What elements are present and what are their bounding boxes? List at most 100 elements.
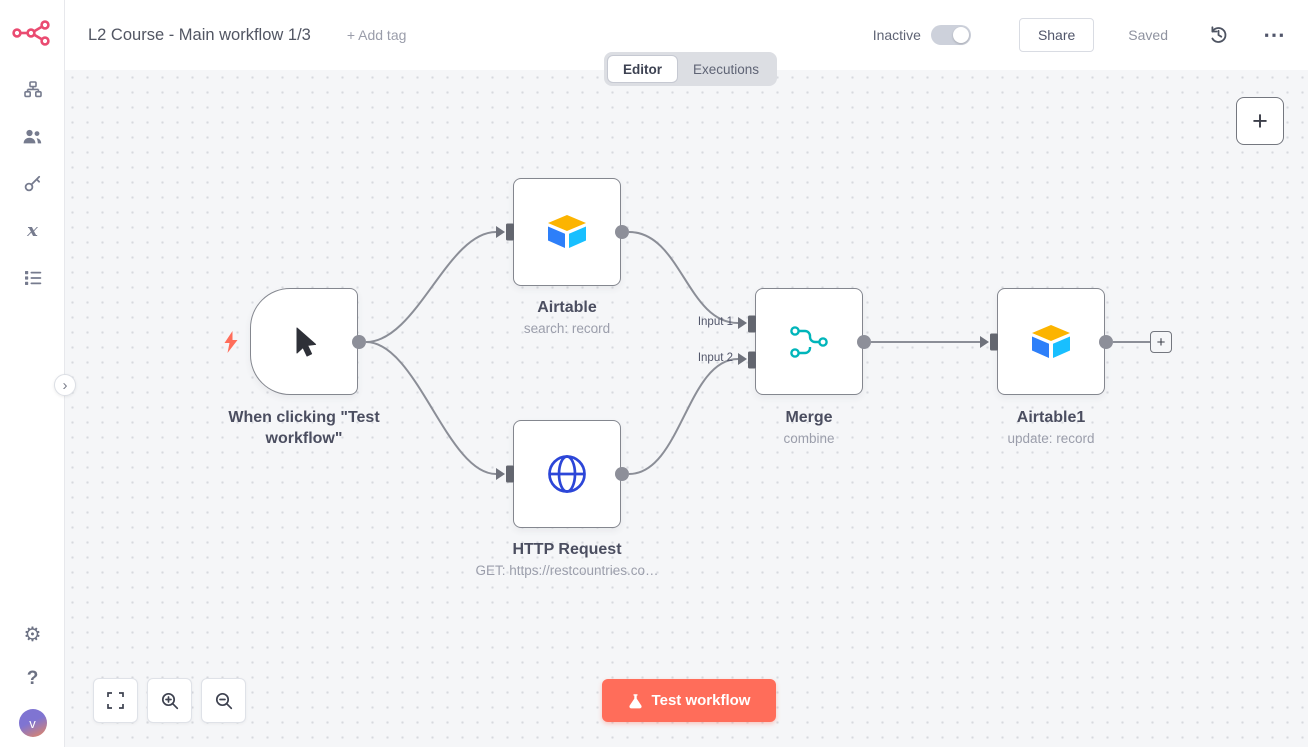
connection-trigger-airtable: [365, 231, 497, 343]
merge-icon: [790, 325, 828, 358]
canvas-controls: [93, 678, 246, 723]
connection-trigger-http: [365, 341, 497, 475]
merge-input1-label: Input 1: [697, 316, 733, 328]
arrowhead: [980, 336, 989, 348]
avatar-initial: v: [29, 715, 36, 731]
list-icon: [24, 270, 41, 285]
arrowhead: [496, 226, 505, 238]
sidebar-bottom: ⚙ ? v: [0, 619, 65, 737]
users-icon: [23, 129, 42, 144]
arrowhead: [738, 353, 747, 365]
tab-editor[interactable]: Editor: [607, 55, 678, 83]
node-subtitle: combine: [783, 431, 835, 446]
add-node-button[interactable]: +: [1236, 97, 1284, 145]
gear-icon: ⚙: [23, 623, 42, 646]
workflows-icon: [23, 81, 42, 98]
append-node-button[interactable]: +: [1150, 331, 1172, 353]
settings-button[interactable]: ⚙: [18, 619, 48, 649]
airtable-icon: [548, 215, 586, 248]
node-title: When clicking "Test workflow": [228, 409, 380, 447]
node-manual-trigger[interactable]: [224, 288, 366, 395]
output-port[interactable]: [615, 467, 629, 481]
input-port[interactable]: [506, 465, 514, 483]
node-airtable[interactable]: [506, 178, 629, 286]
n8n-logo-icon: [12, 20, 50, 46]
arrowhead: [496, 468, 505, 480]
node-label-airtable1: Airtable1 update: record: [961, 407, 1141, 446]
key-icon: [24, 175, 41, 192]
input-port[interactable]: [506, 223, 514, 241]
user-avatar[interactable]: v: [18, 709, 47, 737]
input-port-2[interactable]: [748, 351, 756, 369]
input-port-1[interactable]: [748, 315, 756, 333]
node-label-merge: Merge combine: [719, 407, 899, 446]
sidebar-expand-button[interactable]: ›: [54, 374, 76, 396]
question-icon: ?: [26, 668, 39, 689]
variables-icon: x: [27, 220, 38, 241]
sidebar-nav: x: [0, 66, 65, 301]
output-port[interactable]: [352, 334, 366, 349]
saved-status: Saved: [1128, 27, 1168, 43]
zoom-to-fit-button[interactable]: [93, 678, 138, 723]
sidebar-item-variables[interactable]: x: [0, 207, 65, 254]
node-http-request[interactable]: [506, 420, 629, 528]
connection-airtable-merge: [628, 231, 739, 324]
share-button[interactable]: Share: [1018, 18, 1095, 52]
header-actions: Inactive Share Saved ⋯: [873, 18, 1308, 52]
sidebar-item-workflows[interactable]: [0, 66, 65, 113]
zoom-in-icon: [161, 692, 178, 709]
n8n-logo[interactable]: [12, 20, 52, 51]
connections-layer: [365, 226, 1150, 480]
node-title: Airtable1: [1016, 409, 1086, 426]
output-port[interactable]: [857, 334, 871, 349]
history-button[interactable]: [1208, 25, 1229, 45]
node-subtitle: search: record: [523, 321, 611, 336]
chevron-right-icon: ›: [62, 376, 68, 394]
zoom-in-button[interactable]: [147, 678, 192, 723]
test-workflow-button[interactable]: Test workflow: [602, 679, 776, 722]
sidebar: x ⚙ ? v: [0, 0, 65, 747]
globe-icon: [548, 455, 586, 493]
plus-icon: +: [1156, 333, 1166, 351]
output-port[interactable]: [1099, 334, 1113, 349]
more-menu-button[interactable]: ⋯: [1263, 24, 1286, 46]
node-label-trigger: When clicking "Test workflow": [214, 407, 394, 449]
node-label-airtable: Airtable search: record: [477, 297, 657, 336]
node-airtable1[interactable]: [990, 288, 1113, 395]
node-subtitle: update: record: [1007, 431, 1095, 446]
merge-input2-label: Input 2: [697, 352, 733, 364]
trigger-bolt-icon: [223, 331, 239, 358]
ellipsis-icon: ⋯: [1263, 22, 1286, 47]
input-port[interactable]: [990, 333, 998, 350]
node-title: Airtable: [537, 299, 597, 316]
active-toggle[interactable]: [930, 25, 971, 45]
test-workflow-label: Test workflow: [651, 692, 751, 709]
sidebar-item-users[interactable]: [0, 113, 65, 160]
history-icon: [1211, 26, 1227, 43]
workflow-title[interactable]: L2 Course - Main workflow 1/3: [88, 25, 311, 44]
cursor-icon: [296, 327, 317, 356]
toggle-knob: [952, 27, 969, 43]
sidebar-item-executions[interactable]: [0, 254, 65, 301]
node-title: Merge: [785, 409, 833, 426]
add-tag-button[interactable]: + Add tag: [346, 27, 407, 43]
fit-view-icon: [107, 692, 124, 709]
workflow-canvas[interactable]: When clicking "Test workflow" Airtable s…: [65, 70, 1308, 747]
view-tabs: Editor Executions: [604, 52, 778, 86]
flask-icon: [628, 693, 642, 708]
zoom-out-button[interactable]: [201, 678, 246, 723]
node-label-http: HTTP Request GET: https://restcountries.…: [437, 539, 697, 578]
node-title: HTTP Request: [512, 541, 622, 558]
output-port[interactable]: [615, 225, 629, 239]
active-status-label: Inactive: [872, 27, 921, 43]
arrowhead: [738, 317, 747, 329]
tab-executions[interactable]: Executions: [693, 61, 760, 77]
node-subtitle: GET: https://restcountries.co…: [475, 563, 659, 578]
connection-http-merge: [628, 358, 739, 475]
help-button[interactable]: ?: [18, 664, 48, 694]
sidebar-item-credentials[interactable]: [0, 160, 65, 207]
node-merge[interactable]: [748, 288, 871, 395]
zoom-out-icon: [215, 692, 232, 709]
plus-icon: +: [1252, 105, 1268, 136]
airtable-icon: [1032, 324, 1070, 358]
